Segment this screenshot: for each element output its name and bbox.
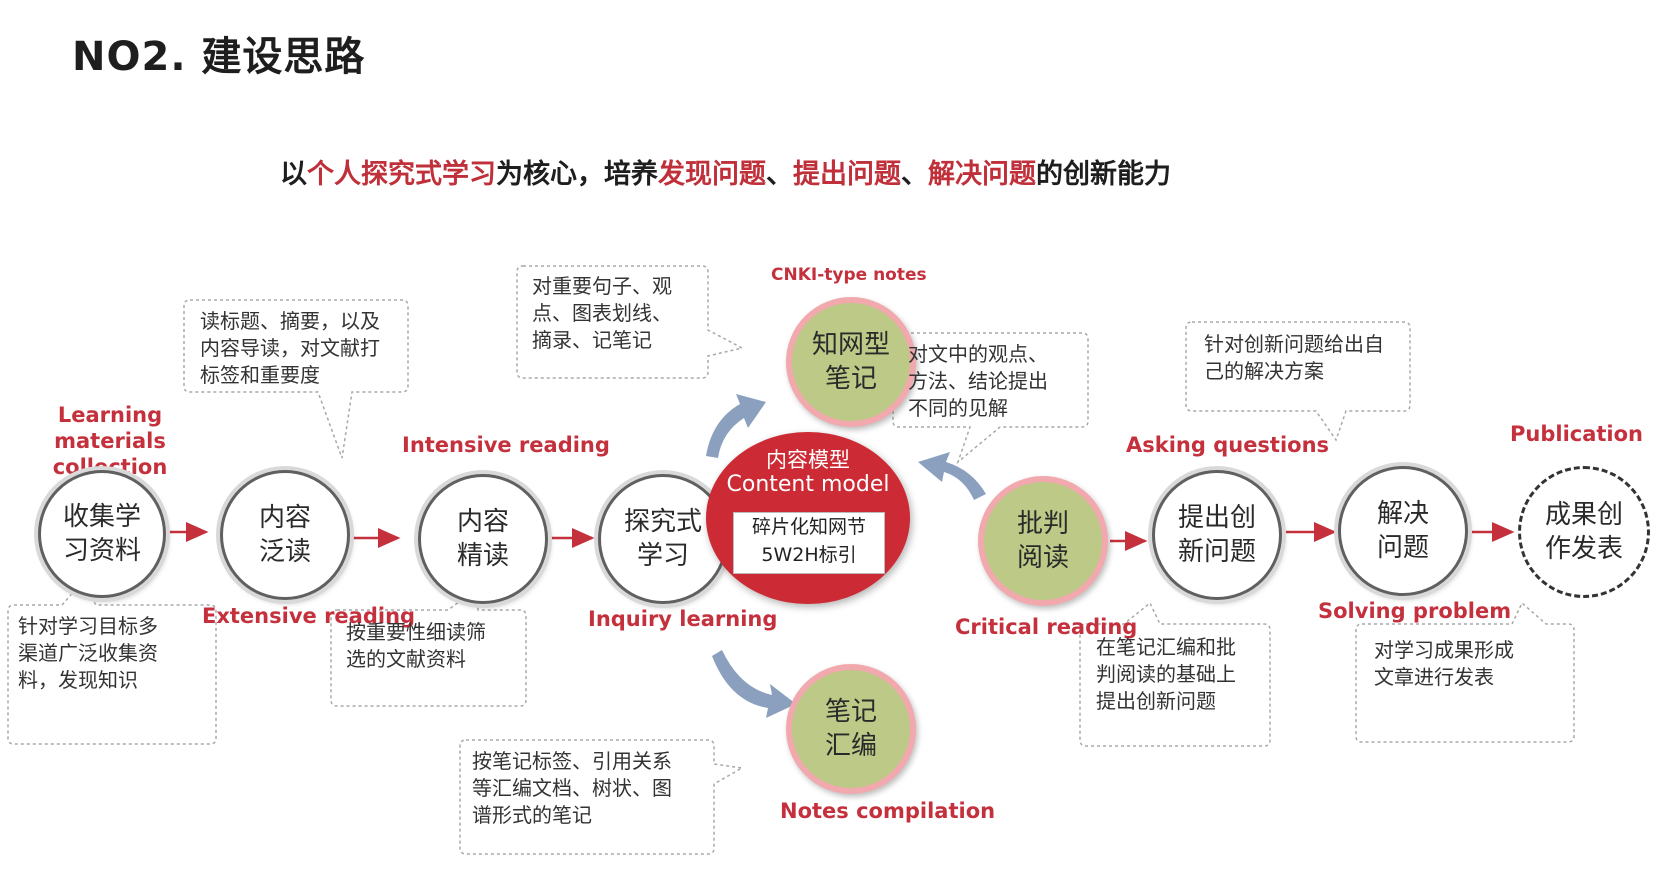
subtitle-part: 以 [280, 159, 307, 190]
label-critical-en: Critical reading [955, 615, 1138, 639]
subtitle-part: 、 [901, 159, 928, 190]
subtitle-highlight: 提出问题 [793, 159, 901, 190]
node-compile: 笔记 汇编 [786, 664, 916, 794]
label-ask-en: Asking questions [1126, 433, 1330, 457]
node-cnki-notes: 知网型 笔记 [786, 297, 916, 427]
core-detail-box: 碎片化知网节 5W2H标引 [733, 512, 885, 574]
subtitle-part: 为核心，培养 [496, 159, 658, 190]
note-collect: 针对学习目标多 渠道广泛收集资 料，发现知识 [18, 614, 158, 692]
note-cnki: 对重要句子、观 点、图表划线、 摘录、记笔记 [532, 274, 672, 352]
content-model-core: 内容模型 Content model 碎片化知网节 5W2H标引 [706, 432, 910, 604]
label-cnki-en: CNKI-type notes [771, 265, 927, 285]
subtitle: 以个人探究式学习为核心，培养发现问题、提出问题、解决问题的创新能力 [280, 152, 1171, 191]
node-ask: 提出创 新问题 [1152, 470, 1282, 600]
subtitle-part: 、 [766, 159, 793, 190]
node-publish: 成果创 作发表 [1518, 466, 1650, 598]
callout-extensive [183, 299, 409, 459]
note-extensive: 读标题、摘要，以及 内容导读，对文献打 标签和重要度 [200, 309, 380, 387]
label-collect-en: Learning materials collection [52, 403, 168, 479]
node-ask-label: 提出创 新问题 [1177, 503, 1256, 567]
callout-cnki [516, 265, 745, 379]
node-publish-label: 成果创 作发表 [1544, 500, 1623, 564]
node-solve-label: 解决 问题 [1376, 499, 1429, 563]
callout-publish [1355, 601, 1575, 743]
label-intensive-en: Intensive reading [402, 433, 610, 457]
page-title: NO2. 建设思路 [72, 34, 366, 80]
subtitle-highlight: 个人探究式学习 [307, 159, 496, 190]
node-collect-label: 收集学 习资料 [62, 502, 141, 566]
node-inquiry: 探究式 学习 [598, 474, 728, 604]
callout-critical [892, 332, 1089, 465]
label-publish-en: Publication [1510, 422, 1644, 446]
core-title-en: Content model [726, 472, 890, 497]
node-solve: 解决 问题 [1338, 466, 1468, 596]
core-title-cn: 内容模型 [766, 448, 850, 472]
subtitle-part: 的创新能力 [1036, 159, 1171, 190]
callout-collect [7, 580, 217, 745]
label-solve-en: Solving problem [1318, 599, 1512, 623]
note-critical: 对文中的观点、 方法、结论提出 不同的见解 [908, 342, 1048, 420]
node-critical: 批判 阅读 [978, 476, 1108, 606]
callout-compile [459, 739, 745, 855]
curved-arrow-up [706, 394, 766, 458]
callout-intensive [330, 586, 527, 707]
core-detail-line1: 碎片化知网节 [751, 516, 866, 538]
node-extensive-label: 内容 泛读 [258, 503, 311, 567]
node-extensive: 内容 泛读 [220, 470, 350, 600]
label-inquiry-en: Inquiry learning [588, 607, 778, 631]
node-critical-label: 批判 阅读 [1016, 509, 1069, 573]
label-compile-en: Notes compilation [780, 799, 996, 823]
label-extensive-en: Extensive reading [202, 604, 416, 628]
node-collect: 收集学 习资料 [38, 470, 166, 598]
node-intensive-label: 内容 精读 [456, 507, 509, 571]
curved-arrow-left [918, 452, 986, 500]
node-intensive: 内容 精读 [418, 474, 548, 604]
note-ask: 在笔记汇编和批 判阅读的基础上 提出创新问题 [1096, 635, 1236, 713]
note-publish: 对学习成果形成 文章进行发表 [1374, 638, 1514, 689]
callout-ask [1079, 601, 1271, 747]
core-detail-line2: 5W2H标引 [761, 544, 857, 566]
note-intensive: 按重要性细读筛 选的文献资料 [346, 620, 486, 671]
subtitle-highlight: 发现问题 [658, 159, 766, 190]
subtitle-highlight: 解决问题 [928, 159, 1036, 190]
node-compile-label: 笔记 汇编 [824, 697, 877, 761]
node-cnki-notes-label: 知网型 笔记 [811, 330, 890, 394]
node-inquiry-label: 探究式 学习 [623, 507, 702, 571]
curved-arrow-down [712, 650, 796, 718]
note-solve: 针对创新问题给出自 己的解决方案 [1204, 332, 1384, 383]
callout-solve [1185, 321, 1411, 442]
note-compile: 按笔记标签、引用关系 等汇编文档、树状、图 谱形式的笔记 [472, 749, 672, 827]
